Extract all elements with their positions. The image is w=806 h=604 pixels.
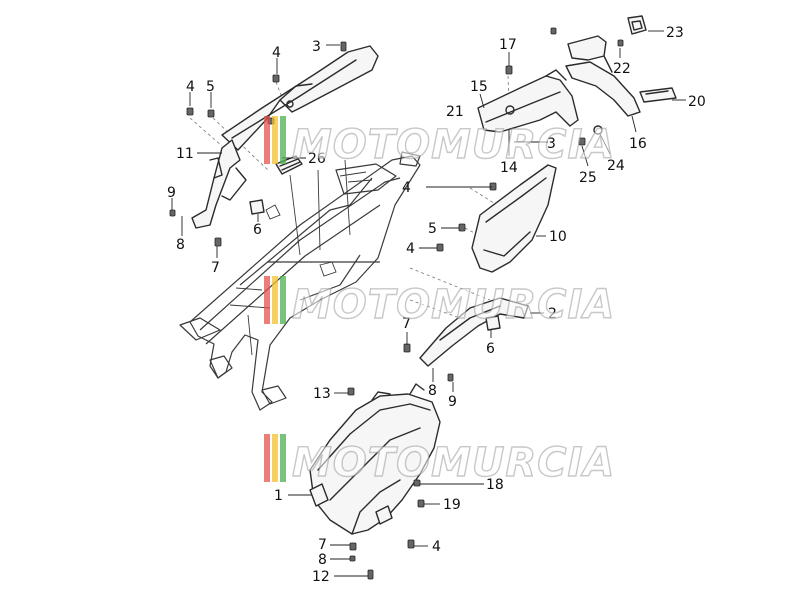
- watermark-text: MOTOMURCIA: [292, 122, 615, 168]
- right-clip-6: [485, 315, 501, 331]
- callout-4: 4: [272, 45, 281, 61]
- callout-8: 8: [176, 237, 185, 253]
- callout-12: 12: [312, 569, 330, 585]
- fasteners-lower: [347, 387, 425, 580]
- callout-6: 6: [486, 341, 495, 357]
- right-side-panel-10: [471, 164, 557, 273]
- callout-3: 3: [312, 39, 321, 55]
- callout-15: 15: [470, 79, 488, 95]
- callout-21: 21: [446, 104, 464, 120]
- callout-22: 22: [613, 61, 631, 77]
- callout-26: 26: [308, 151, 326, 167]
- right-lower-trim-2: [419, 297, 529, 367]
- left-grab-plate-26: [275, 155, 303, 175]
- watermark-bar-green: [280, 434, 286, 482]
- watermark-bar-yellow: [272, 116, 278, 164]
- watermark-bar-yellow: [272, 276, 278, 324]
- watermark-bottom: MOTOMURCIA: [264, 434, 615, 487]
- watermark-bar-yellow: [272, 434, 278, 482]
- callout-9: 9: [448, 394, 457, 410]
- left-side-bracket: [191, 139, 247, 229]
- watermark-text: MOTOMURCIA: [292, 440, 615, 486]
- watermark-bar-green: [280, 276, 286, 324]
- callout-3: 3: [547, 136, 556, 152]
- callout-1: 1: [274, 488, 283, 504]
- callout-7: 7: [211, 260, 220, 276]
- watermark-bar-green: [280, 116, 286, 164]
- callout-leader-lines: [171, 30, 686, 577]
- callout-4: 4: [406, 241, 415, 257]
- callout-19: 19: [443, 497, 461, 513]
- callout-9: 9: [167, 185, 176, 201]
- callout-8: 8: [428, 383, 437, 399]
- license-light-23: [627, 15, 647, 35]
- callout-5: 5: [428, 221, 437, 237]
- reflector-20: [639, 87, 677, 103]
- callout-16: 16: [629, 136, 647, 152]
- watermark-bar-red: [264, 276, 270, 324]
- callout-4: 4: [432, 539, 441, 555]
- callout-10: 10: [549, 229, 567, 245]
- callout-17: 17: [499, 37, 517, 53]
- callout-11: 11: [176, 146, 194, 162]
- rear-mudguard: [309, 383, 441, 535]
- callout-25: 25: [579, 170, 597, 186]
- callout-labels: 3 4 4 5 11 26 9 8 6 7 17 15 21 3 14 23 2…: [167, 25, 706, 585]
- callout-23: 23: [666, 25, 684, 41]
- callout-18: 18: [486, 477, 504, 493]
- callout-4: 4: [186, 79, 195, 95]
- rear-tail-cover: [477, 69, 579, 133]
- left-clip-6: [249, 199, 265, 215]
- watermark-bar-red: [264, 116, 270, 164]
- callout-7: 7: [402, 316, 411, 332]
- watermark-middle: MOTOMURCIA: [264, 276, 615, 329]
- callout-5: 5: [206, 79, 215, 95]
- callout-14: 14: [500, 160, 518, 176]
- rear-subframe: [179, 151, 421, 411]
- callout-8: 8: [318, 552, 327, 568]
- watermark-bar-red: [264, 434, 270, 482]
- watermark-top: MOTOMURCIA: [264, 116, 615, 169]
- fasteners-right: [403, 27, 624, 382]
- callout-6: 6: [253, 222, 262, 238]
- watermark-text: MOTOMURCIA: [292, 282, 615, 328]
- callout-13: 13: [313, 386, 331, 402]
- callout-4: 4: [402, 180, 411, 196]
- callout-24: 24: [607, 158, 625, 174]
- callout-2: 2: [548, 306, 557, 322]
- callout-20: 20: [688, 94, 706, 110]
- license-bracket: [565, 35, 641, 117]
- callout-7: 7: [318, 537, 327, 553]
- fasteners-left: [169, 41, 347, 247]
